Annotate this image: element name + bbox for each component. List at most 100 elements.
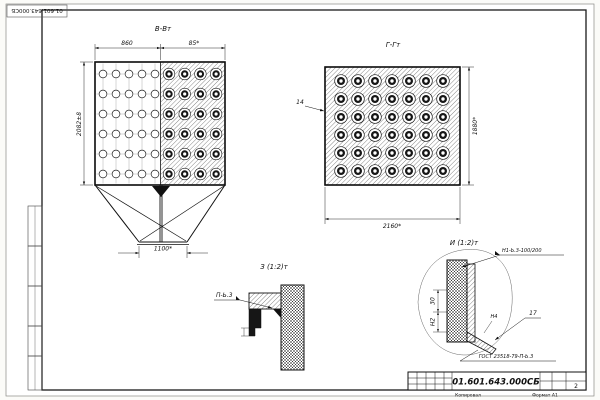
tube-hole [441,133,445,137]
tube-hole [137,129,147,139]
tube-hole [390,151,394,155]
z-weld-leader [214,296,273,309]
gg-dim-width: 2160* [383,223,401,230]
tube-hole [150,69,160,79]
tube-hole [167,152,171,156]
tube-hole [390,115,394,119]
detail-i: И (1:2)т Н1-Ь.3-100/200 30 Н2 Н4 17 ГО [417,239,564,362]
i-liner-plate [466,263,476,343]
tube-hole [441,79,445,83]
corner-stamp-box [6,4,68,18]
tube-hole [150,149,160,159]
tube-hole [150,169,160,179]
i-dim-30: 30 [430,297,437,305]
tube-hole [98,129,108,139]
tube-hole [339,97,343,101]
bb-hatched-half [161,62,225,185]
tube-hole [98,89,108,99]
gg-holes [334,74,450,178]
tube-hole [198,152,202,156]
tube-hole [111,109,121,119]
gg-callout-14: 14 [296,99,304,106]
tube-hole [407,79,411,83]
tube-hole [373,97,377,101]
tube-hole [390,169,394,173]
tube-hole [441,115,445,119]
tube-hole [214,72,218,76]
view-bb: В-Вт 860 85* 2082±8 [76,25,226,258]
bb-left-holes [98,69,160,179]
z-weld-note: П-Ь.3 [216,292,233,299]
bb-dim-left [80,61,93,186]
tube-hole [356,115,360,119]
tube-hole [124,169,134,179]
tube-hole [98,149,108,159]
tube-hole [198,92,202,96]
tube-hole [124,109,134,119]
tube-hole [167,92,171,96]
tube-hole [356,169,360,173]
tube-hole [198,132,202,136]
tube-hole [407,97,411,101]
tube-hole [339,133,343,137]
tube-hole [98,109,108,119]
z-vertical-plate [280,284,305,371]
tube-hole [390,79,394,83]
tube-hole [137,169,147,179]
tube-hole [424,115,428,119]
tube-hole [424,97,428,101]
tube-hole [424,133,428,137]
tube-hole [98,169,108,179]
tube-hole [150,89,160,99]
tube-hole [441,169,445,173]
tube-hole [424,79,428,83]
tube-hole [198,72,202,76]
view-gg: Г-Гт 14 2160* 1880* [296,41,479,230]
tube-hole [390,97,394,101]
bb-hopper [94,184,226,245]
kopiroval-label: Копировал [455,393,481,399]
tube-hole [339,79,343,83]
i-dims-left [433,289,447,333]
bb-dim-pitch: 85* [189,40,200,47]
tube-hole [373,115,377,119]
left-margin-cells [27,205,43,391]
bb-dim-bottom-text: 1100* [154,246,172,253]
i-callout-17: 17 [529,310,537,317]
tube-hole [198,112,202,116]
tube-hole [183,172,187,176]
tube-hole [214,172,218,176]
tube-hole [183,132,187,136]
tube-hole [137,149,147,159]
tube-hole [407,115,411,119]
i-tube-plate-section [446,259,468,343]
tube-hole [150,129,160,139]
tube-hole [137,69,147,79]
bb-dim-height: 2082±8 [76,112,83,136]
tube-hole [167,172,171,176]
titleblock-doc-number: 01.601.643.000СБ [452,378,540,388]
tube-hole [373,79,377,83]
tube-hole [111,149,121,159]
titleblock-sheet-number: 2 [574,383,578,390]
tube-hole [407,169,411,173]
gg-dim-bottom [324,187,461,224]
tube-hole [98,69,108,79]
tube-hole [373,133,377,137]
tube-hole [183,112,187,116]
bb-right-holes [162,67,223,181]
bb-dim-bottom [118,246,208,258]
tube-hole [124,129,134,139]
tube-hole [424,169,428,173]
tube-hole [183,152,187,156]
tube-hole [214,112,218,116]
tube-hole [356,79,360,83]
z-small-dim [241,327,249,337]
tube-hole [424,151,428,155]
tube-hole [167,72,171,76]
tube-hole [137,109,147,119]
tube-hole [124,89,134,99]
tube-hole [373,151,377,155]
